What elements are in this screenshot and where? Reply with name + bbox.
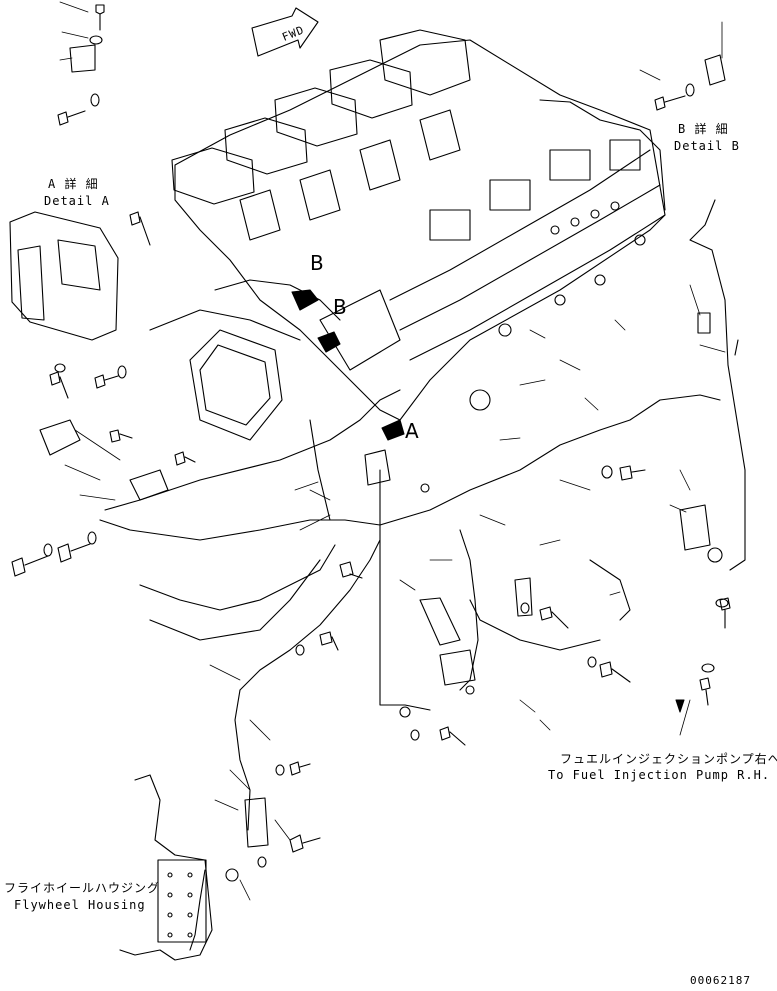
- detail-a-jp: A 詳 細: [48, 177, 99, 191]
- detail-b-pipe: [689, 199, 746, 571]
- marker-arrows: [291, 289, 685, 713]
- fwd-arrow-icon: [251, 7, 319, 57]
- fuel-pump-jp: フュエルインジェクションポンプ右へ: [560, 752, 777, 766]
- flywheel-en: Flywheel Housing: [14, 898, 146, 912]
- bolts: [11, 4, 731, 853]
- engine-block: [171, 29, 666, 421]
- detail-b-jp: B 詳 細: [678, 122, 729, 136]
- fuel-pump-en: To Fuel Injection Pump R.H.: [548, 768, 771, 782]
- wiring-harness: [99, 279, 721, 951]
- ecu-module: [189, 329, 283, 441]
- marker-b-2: B: [333, 295, 347, 319]
- detail-a-controller: [9, 211, 119, 341]
- detail-b-en: Detail B: [674, 139, 740, 153]
- clamps: [39, 44, 726, 848]
- leader-lines: [59, 1, 726, 901]
- drawing-number: 00062187: [690, 974, 751, 987]
- marker-b-1: B: [310, 251, 324, 275]
- detail-a-en: Detail A: [44, 194, 110, 208]
- washers: [43, 35, 729, 868]
- terminals: [225, 483, 723, 882]
- flywheel-housing: [119, 774, 213, 961]
- flywheel-jp: フライホイールハウジング: [4, 881, 161, 895]
- marker-a: A: [405, 419, 419, 443]
